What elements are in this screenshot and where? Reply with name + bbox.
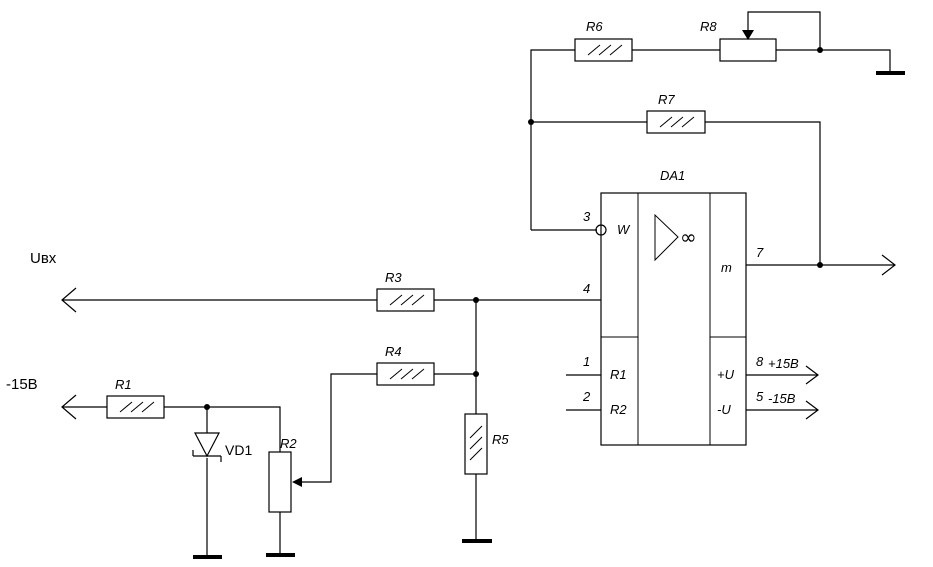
zener-diode-vd1 <box>192 407 222 556</box>
pin-number-3: 3 <box>583 209 591 224</box>
chip-label-r1: R1 <box>610 367 627 382</box>
amplifier-infinity-symbol: ∞ <box>680 225 697 249</box>
resistor-r6 <box>574 38 633 62</box>
input-line <box>61 287 601 313</box>
chip-label-r2: R2 <box>610 402 627 417</box>
potentiometer-r2 <box>268 451 302 513</box>
pin-number-1: 1 <box>583 354 590 369</box>
chip-label-neg: -U <box>717 402 731 417</box>
label-r5: R5 <box>492 432 509 447</box>
junction-output <box>817 262 823 268</box>
junction-r6-r7 <box>528 119 534 125</box>
chip-label-pos: +U <box>717 367 735 382</box>
junction-r8-ground <box>817 47 823 53</box>
label-vd1: VD1 <box>225 442 252 458</box>
supply-arrows <box>746 365 819 420</box>
label-r2: R2 <box>280 436 297 451</box>
resistor-r7 <box>646 110 706 134</box>
feedback-r6-r8 <box>530 11 891 230</box>
label-r6: R6 <box>586 19 603 34</box>
resistor-r5 <box>464 413 488 475</box>
supply-line <box>61 394 281 554</box>
input-signal-label: Uвх <box>30 250 57 267</box>
potentiometer-r8 <box>719 30 777 62</box>
resistor-r1 <box>106 395 165 419</box>
chip-label-w: W <box>617 222 631 237</box>
pin-number-2: 2 <box>582 389 591 404</box>
resistor-r3 <box>376 288 435 312</box>
pin-number-7: 7 <box>756 245 764 260</box>
label-da1: DA1 <box>660 168 685 183</box>
label-r8: R8 <box>700 19 717 34</box>
pin-number-4: 4 <box>583 281 590 296</box>
wire-r4 <box>295 373 476 483</box>
wires-pins-1-2 <box>566 374 601 411</box>
rail-label-pos: +15B <box>768 356 799 371</box>
chip-da1 <box>600 192 747 446</box>
resistor-r4 <box>376 362 435 386</box>
feedback-r7 <box>531 121 821 265</box>
inversion-circle-w <box>595 224 607 236</box>
rail-label-neg: -15B <box>768 391 796 406</box>
label-r3: R3 <box>385 270 402 285</box>
pin-number-8: 8 <box>756 354 764 369</box>
label-r7: R7 <box>658 92 675 107</box>
supply-voltage-label: -15B <box>6 376 38 393</box>
label-r4: R4 <box>385 344 402 359</box>
pin-number-5: 5 <box>756 389 764 404</box>
label-r1: R1 <box>115 377 132 392</box>
chip-label-m: m <box>721 260 732 275</box>
